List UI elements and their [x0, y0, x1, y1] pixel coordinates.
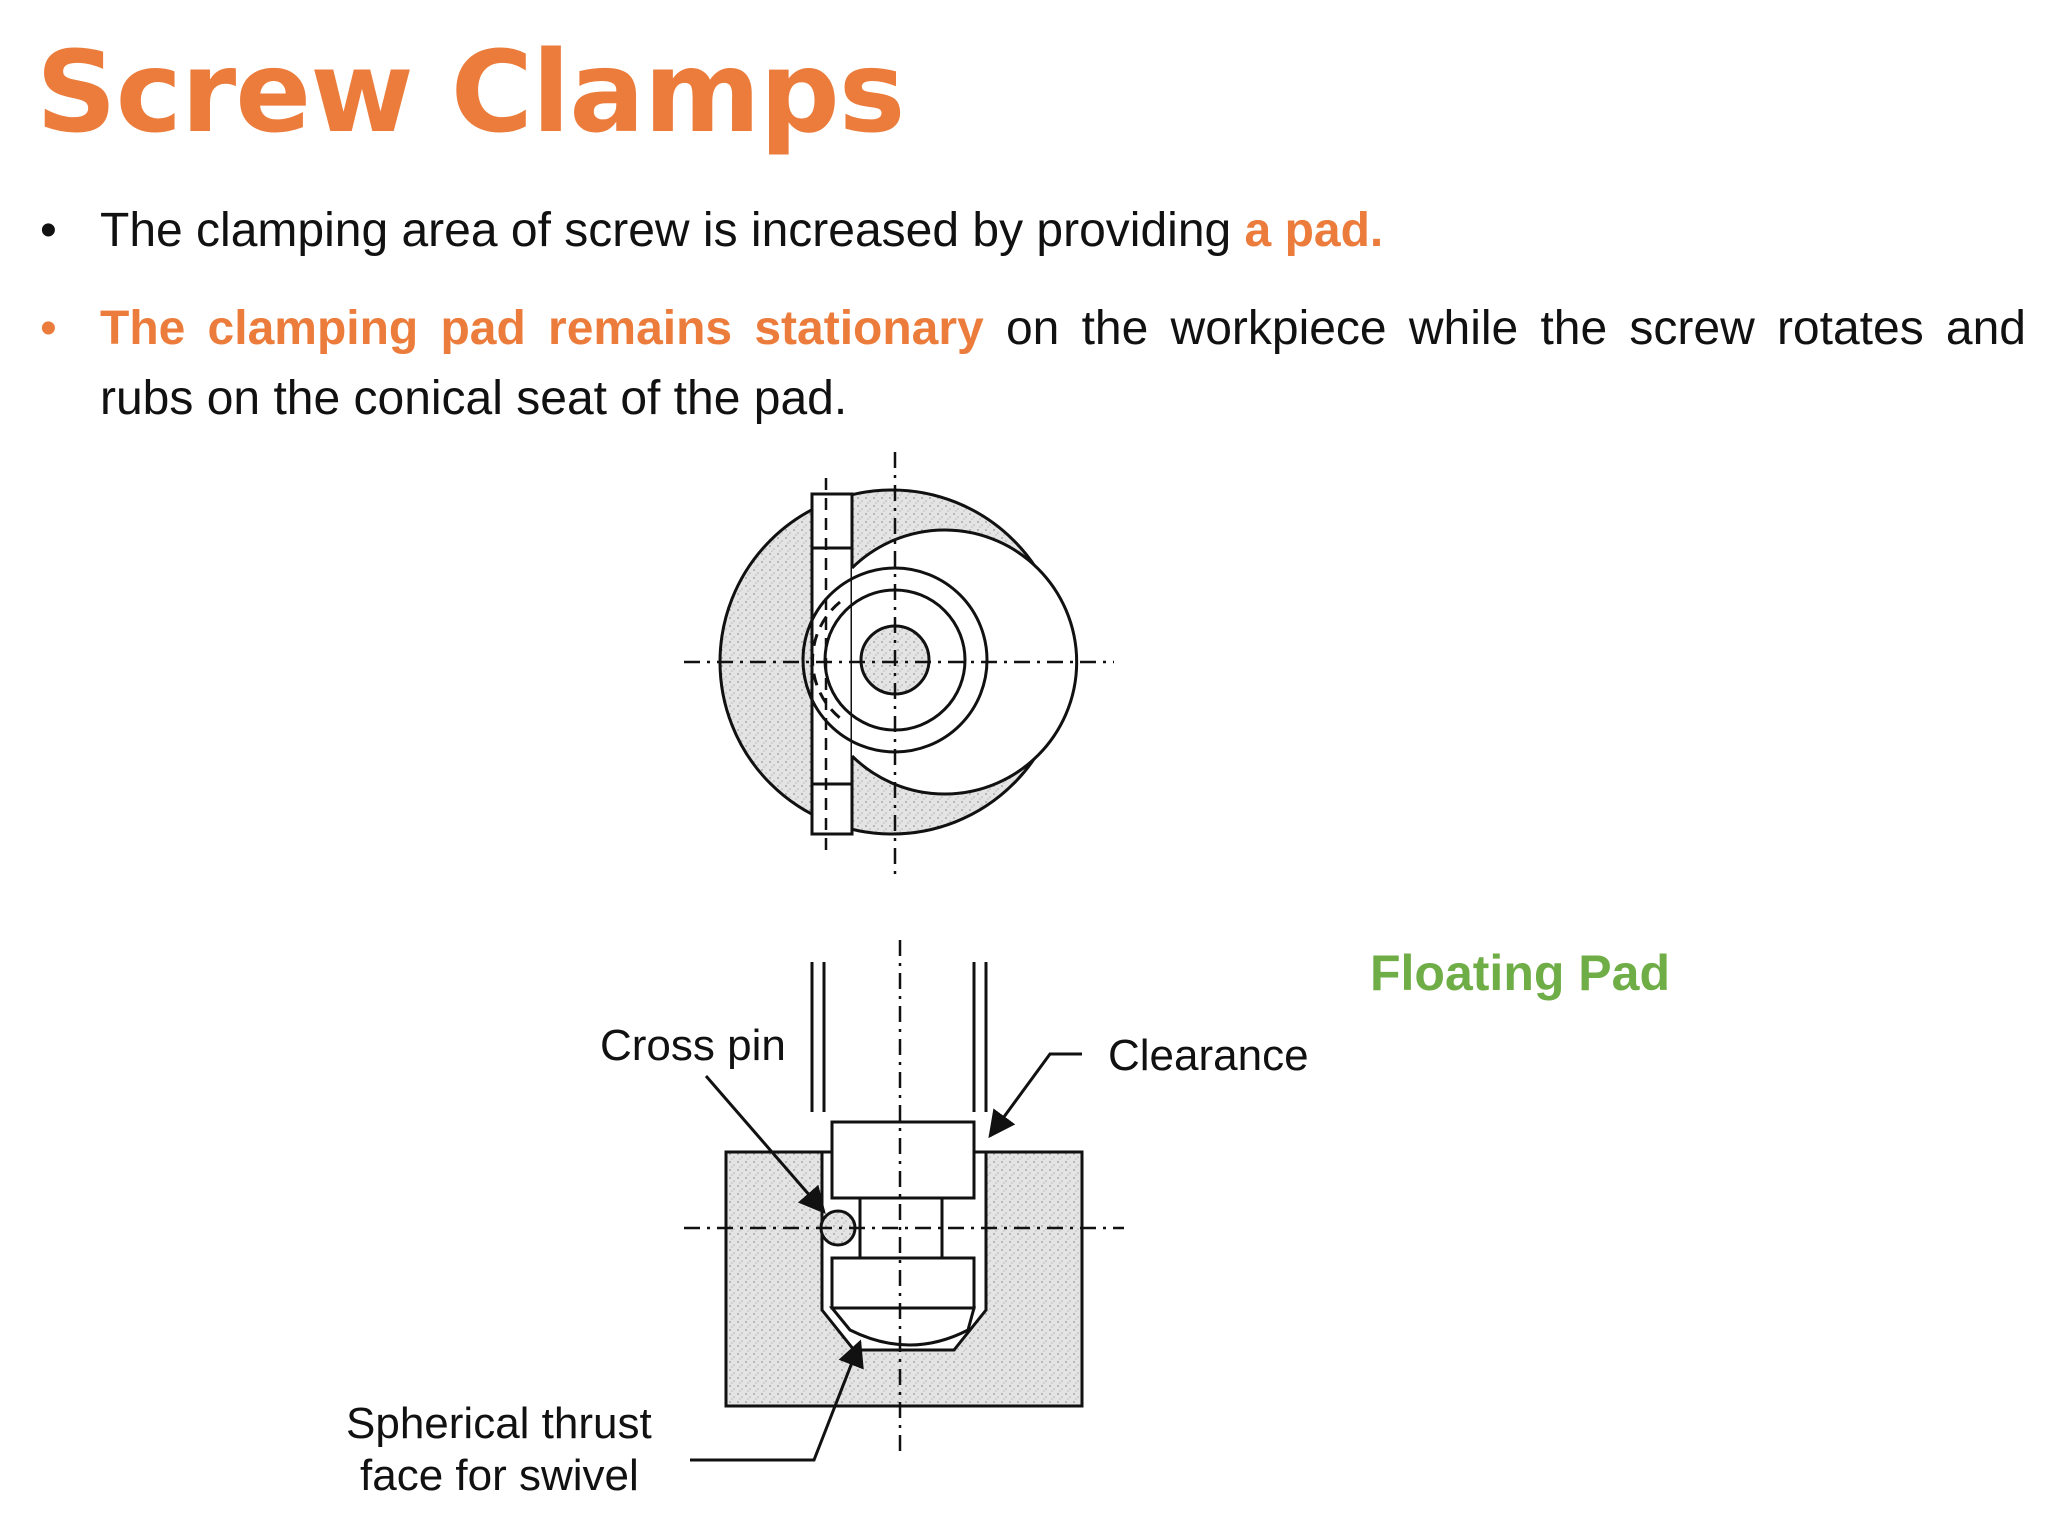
- bullet-item-1: • The clamping area of screw is increase…: [36, 196, 2026, 266]
- top-view-centerlines: [684, 452, 1114, 880]
- screw-collar: [830, 1120, 976, 1200]
- bullet-item-2: • The clamping pad remains stationary on…: [36, 294, 2026, 434]
- spherical-thrust-face: [828, 1306, 976, 1347]
- bullet-text: The clamping area of screw is increased …: [100, 204, 1245, 257]
- swivel-face-label: face for swivel: [360, 1451, 639, 1500]
- clearance-label: Clearance: [1108, 1031, 1309, 1080]
- cross-pin-leader: [704, 1075, 826, 1215]
- bullet-text: on the workpiece while the screw rotates…: [100, 302, 2026, 425]
- bullet-marker: •: [40, 302, 57, 355]
- spherical-thrust-label: Spherical thrust: [346, 1399, 652, 1448]
- spherical-leader: [690, 1339, 864, 1462]
- bullet-marker: •: [40, 204, 57, 257]
- leader-lines: [690, 1052, 1082, 1462]
- figure-caption: Floating Pad: [1370, 945, 1670, 1001]
- bullet-list: • The clamping area of screw is increase…: [36, 196, 2026, 462]
- bullet-highlight: a pad.: [1244, 204, 1384, 257]
- bullet-highlight: The clamping pad remains stationary: [100, 302, 984, 355]
- cross-pin-label: Cross pin: [600, 1021, 786, 1070]
- clearance-leader: [988, 1052, 1082, 1139]
- pin-hidden-arc: [811, 600, 841, 720]
- slide-title: Screw Clamps: [36, 28, 905, 158]
- section-view: [724, 962, 1084, 1408]
- screw-head: [830, 1256, 976, 1310]
- section-centerlines: [684, 940, 1124, 1456]
